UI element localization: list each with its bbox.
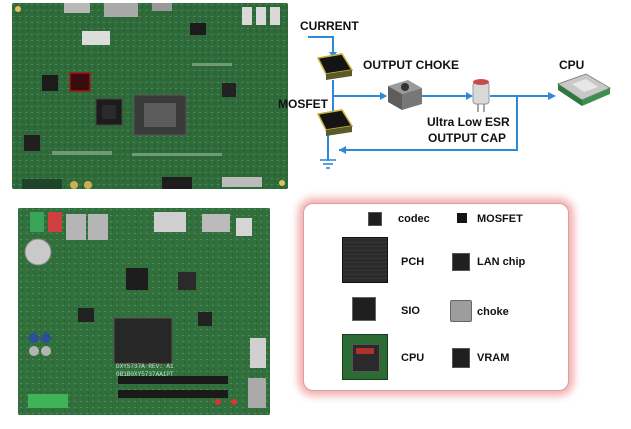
arrow-to-cap-icon [466, 92, 473, 100]
output-choke-icon [388, 80, 422, 110]
power-diagram [308, 36, 612, 169]
motherboard-bottom-graphic: DXY5737A REV: A1 0B1B0XY5737AA1PT [18, 208, 270, 415]
silkscreen-line2: 0B1B0XY5737AA1PT [116, 371, 174, 378]
cpu-icon [556, 73, 612, 106]
legend-label-cpu: CPU [401, 352, 425, 364]
mosfet-lower-icon [316, 109, 354, 136]
silkscreen-line1: DXY5737A REV: A1 [116, 363, 174, 370]
legend-label-lan-chip: LAN chip [477, 256, 526, 268]
mosfet-chip-icon [457, 213, 467, 223]
label-cpu: CPU [559, 58, 585, 72]
legend-label-choke: choke [477, 306, 509, 318]
label-output-cap: OUTPUT CAP [428, 131, 506, 145]
legend-label-mosfet: MOSFET [477, 213, 523, 225]
label-current: CURRENT [300, 19, 359, 33]
pch-chip-icon [342, 237, 388, 283]
legend-label-codec: codec [398, 213, 430, 225]
cpu-chip-icon [342, 334, 388, 380]
arrow-to-choke-icon [380, 92, 387, 100]
motherboard-top-graphic [12, 3, 288, 189]
motherboard-top-photo [12, 3, 288, 189]
motherboard-bottom-photo: DXY5737A REV: A1 0B1B0XY5737AA1PT [18, 208, 270, 415]
sio-chip-icon [352, 297, 376, 321]
legend-label-sio: SIO [401, 305, 420, 317]
legend-label-vram: VRAM [477, 352, 510, 364]
arrow-return-icon [339, 146, 346, 154]
label-mosfet: MOSFET [278, 97, 328, 111]
vram-chip-icon [452, 348, 470, 368]
component-legend: codec MOSFET PCH LAN chip SIO choke CPU … [303, 203, 569, 391]
legend-label-pch: PCH [401, 256, 425, 268]
ground-icon [320, 159, 336, 169]
output-cap-icon [472, 79, 490, 112]
lan-chip-icon [452, 253, 470, 271]
label-ultra-low-esr: Ultra Low ESR [427, 115, 510, 129]
label-output-choke: OUTPUT CHOKE [363, 58, 459, 72]
arrow-to-cpu-icon [548, 92, 556, 100]
mosfet-upper-icon [316, 53, 354, 80]
choke-icon [450, 300, 472, 322]
codec-chip-icon [368, 212, 382, 226]
